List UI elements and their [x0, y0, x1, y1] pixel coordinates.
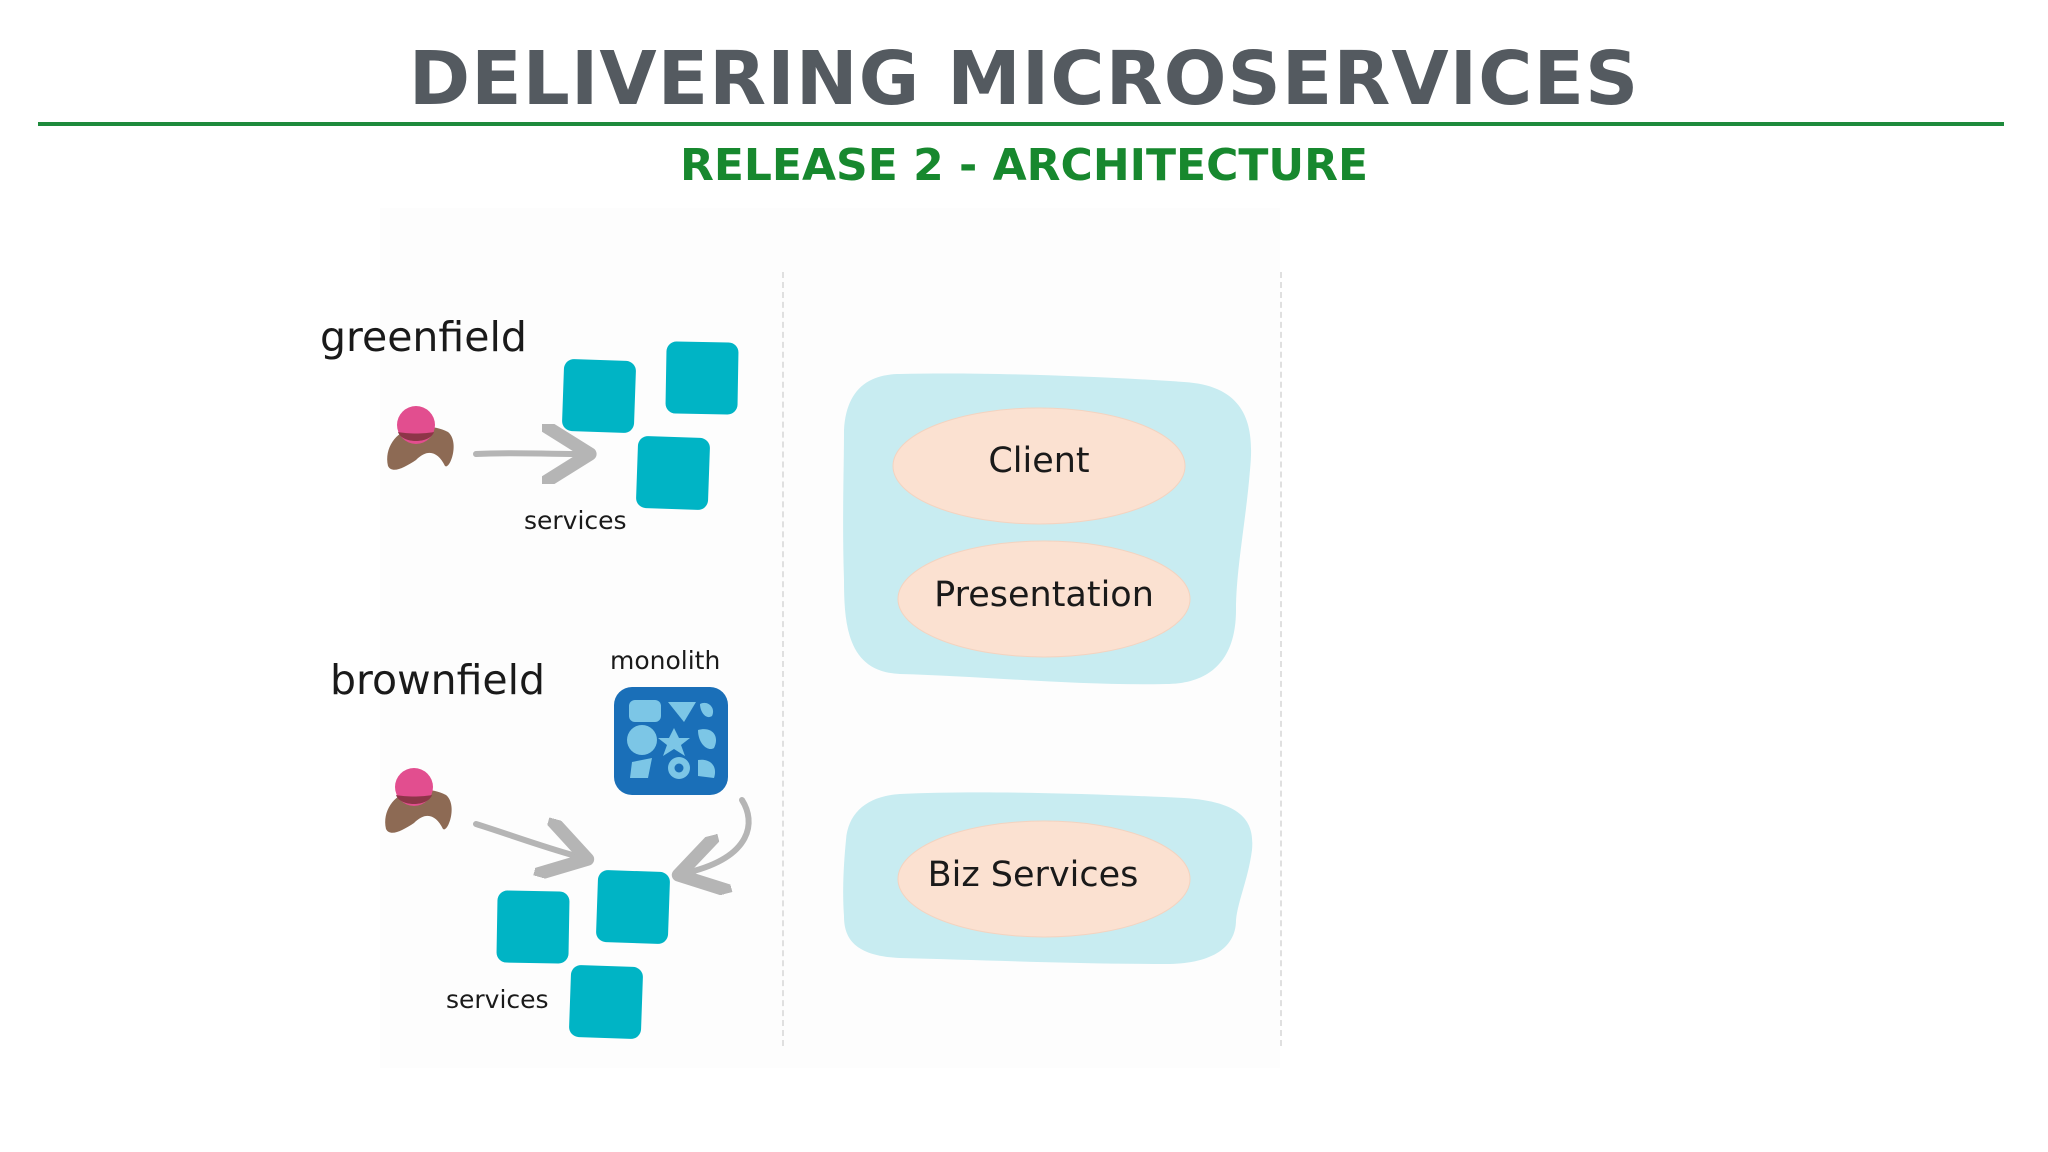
brownfield-services-icon [496, 870, 670, 1039]
brownfield-label: brownfield [330, 656, 546, 704]
monolith-arrow-icon [690, 797, 752, 872]
greenfield-services-label: services [524, 506, 627, 535]
service-block-icon [569, 965, 643, 1039]
greenfield-services-icon [562, 341, 739, 510]
biz-services-label: Biz Services [927, 855, 1139, 895]
presentation-layer [897, 540, 1191, 658]
brownfield-person-arrow-icon [473, 824, 576, 856]
brownfield-services-label: services [446, 985, 549, 1014]
column-divider-right [1280, 272, 1282, 1046]
biz-services-layer [897, 820, 1191, 938]
monolith-icon [614, 687, 728, 795]
client-label: Client [988, 441, 1090, 481]
column-divider-left [782, 272, 784, 1046]
greenfield-arrow-icon [473, 453, 578, 454]
service-block-icon [596, 870, 670, 944]
service-block-icon [496, 890, 570, 964]
greenfield-person-icon [387, 406, 454, 470]
client-layer [892, 407, 1186, 525]
presentation-label: Presentation [934, 575, 1154, 615]
service-block-icon [665, 341, 739, 415]
brownfield-person-icon [385, 768, 452, 833]
title-divider [38, 122, 2004, 126]
service-block-icon [636, 436, 710, 510]
monolith-label: monolith [610, 646, 721, 675]
greenfield-label: greenfield [320, 313, 527, 361]
page-subtitle: RELEASE 2 - ARCHITECTURE [679, 140, 1369, 191]
page-title: DELIVERING MICROSERVICES [408, 36, 1640, 122]
service-block-icon [562, 359, 636, 433]
